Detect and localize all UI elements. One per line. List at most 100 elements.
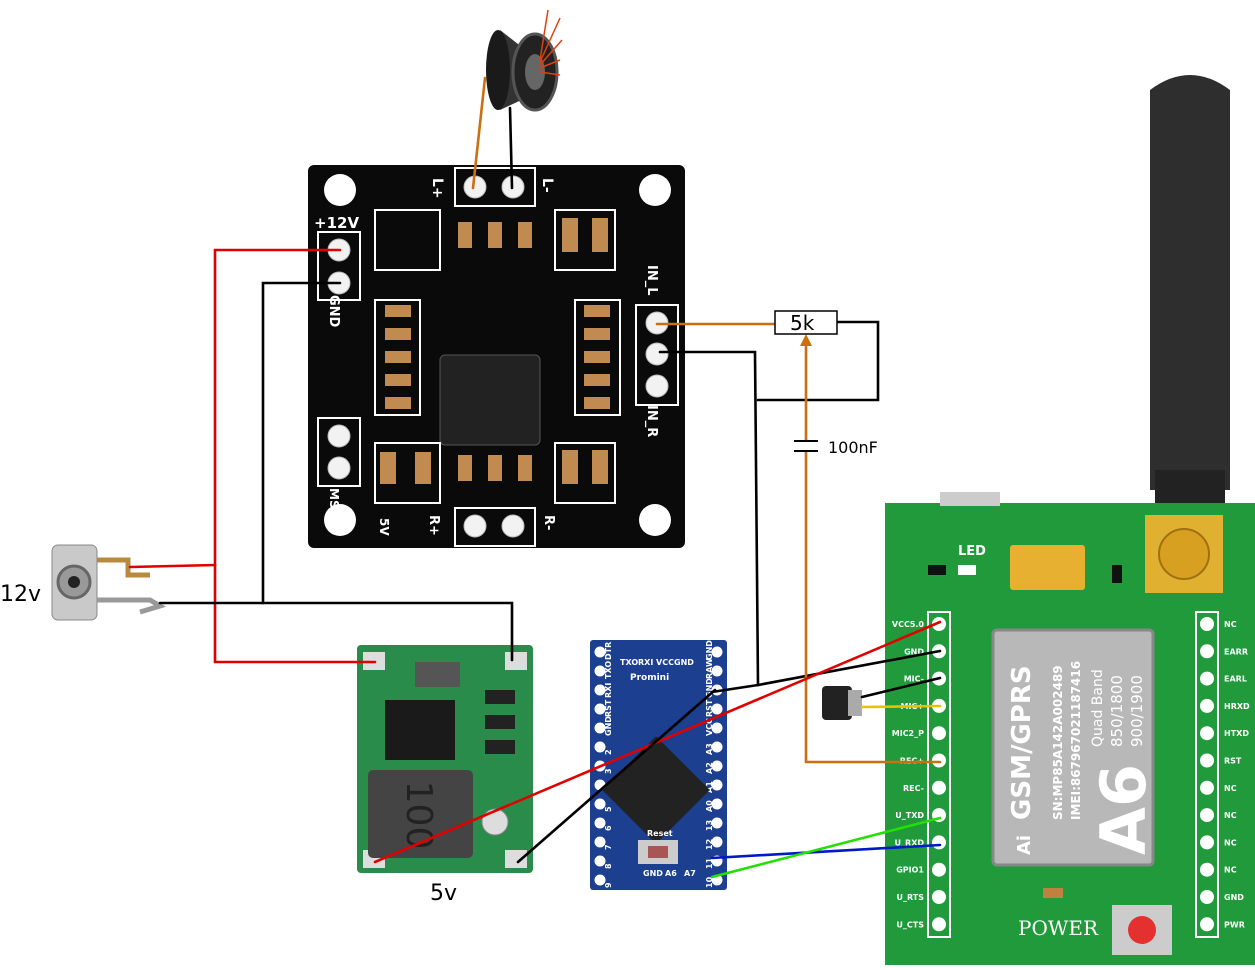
promini-pin xyxy=(711,779,723,791)
wire-speaker-minus xyxy=(508,106,514,190)
a6-pin xyxy=(1200,890,1214,904)
a6-pin-label: GND xyxy=(1224,893,1244,902)
a6-pin xyxy=(1200,726,1214,741)
chip-markings: Ai GSM/GPRS SN:MP85A142A002489 IMEI:8679… xyxy=(1007,661,1160,855)
promini-pin xyxy=(594,798,606,810)
promini-pin-label: GND xyxy=(604,716,613,736)
promini-pin-label: 5 xyxy=(604,806,613,812)
a6-pin xyxy=(932,890,946,904)
a6-pin-label: RST xyxy=(1224,757,1242,766)
label-5v: 5V xyxy=(377,518,391,536)
wire-rx xyxy=(710,843,942,860)
a6-pin-label: HTXD xyxy=(1224,729,1249,738)
wire-5v xyxy=(373,620,942,864)
a6-pin-label: NC xyxy=(1224,784,1237,793)
buck-ic xyxy=(385,700,455,760)
promini-pin xyxy=(711,741,723,753)
a6-pin xyxy=(1200,753,1214,768)
a6-pin-label: U_RTS xyxy=(896,893,924,902)
wiper-arrow-icon xyxy=(800,334,812,346)
amp-chip xyxy=(439,354,541,446)
a6-pin xyxy=(1200,698,1214,713)
pad-in-r xyxy=(645,374,669,398)
a6-pin-label: EARR xyxy=(1224,647,1248,656)
label-l-plus: L+ xyxy=(429,178,445,199)
promini-bottom-label: A6 xyxy=(665,869,677,878)
chip-freq1: 850/1800 xyxy=(1108,675,1126,747)
a6-gsm-module: LED VCC5.0GNDMIC-MIC+MIC2_PREC+REC-U_TXD… xyxy=(885,75,1255,965)
chip-band: Quad Band xyxy=(1090,669,1106,747)
chip-imei: IMEI:867967021187416 xyxy=(1069,661,1083,820)
wire-gnd-buck xyxy=(158,601,514,662)
promini-pin-label: 8 xyxy=(604,863,613,869)
a6-pin-label: NC xyxy=(1224,838,1237,847)
a6-pin-label: MIC2_P xyxy=(892,729,924,738)
a6-pin xyxy=(1200,835,1214,850)
buck-converter: 100 xyxy=(357,645,533,873)
a6-pin-label: PWR xyxy=(1224,920,1245,929)
promini-pin xyxy=(594,855,606,867)
a6-pin-label: GND xyxy=(904,647,924,656)
promini-pin-label: RST xyxy=(705,699,714,717)
promini-pin xyxy=(594,836,606,848)
power-button-cap[interactable] xyxy=(1128,916,1156,944)
promini-pin-label: VCC xyxy=(705,718,714,736)
promini-pin-label: GND xyxy=(705,678,714,698)
chip-logo: Ai xyxy=(1014,835,1035,855)
chip-model: A6 xyxy=(1087,764,1160,855)
wire-promini-gnd xyxy=(710,683,760,694)
a6-pin-label: MIC- xyxy=(904,675,924,684)
promini-pin-label: RST xyxy=(604,699,613,717)
wire-5v-gnd xyxy=(516,688,717,864)
sound-waves-icon xyxy=(539,9,563,76)
a6-pin xyxy=(932,753,946,768)
a6-pin-label: REC- xyxy=(903,784,924,793)
a6-pin xyxy=(1200,671,1214,686)
promini-pin-label: A3 xyxy=(705,743,714,755)
a6-pin xyxy=(1200,917,1214,932)
chip-gsm: GSM/GPRS xyxy=(1007,665,1037,820)
promini-pin xyxy=(594,665,606,677)
promini-pin-label: RAW xyxy=(705,658,714,679)
promini-pin xyxy=(711,722,723,734)
pad-in-gnd xyxy=(645,342,669,366)
promini-pin-label: 7 xyxy=(604,844,613,850)
promini-label: Promini xyxy=(630,673,669,683)
promini-bottom-label: A7 xyxy=(684,869,696,878)
promini-pin xyxy=(594,741,606,753)
promini-pin xyxy=(711,760,723,772)
a6-pin-label: U_RXD xyxy=(895,838,925,847)
label-l-minus: L- xyxy=(539,178,555,193)
atmega-chip xyxy=(602,736,710,844)
a6-pin-label: EARL xyxy=(1224,675,1247,684)
a6-pin xyxy=(1200,862,1214,877)
a6-pin xyxy=(1200,808,1214,823)
promini-pin-label: TXO xyxy=(604,661,613,679)
promini-bottom-label: GND xyxy=(643,869,663,878)
promini-pin-label: RXI xyxy=(604,683,613,698)
pad-r-minus xyxy=(501,514,525,538)
promini-pin xyxy=(594,874,606,886)
promini-pin-label: A0 xyxy=(705,800,714,812)
inductor-label: 100 xyxy=(398,781,439,850)
a6-pin xyxy=(932,917,946,932)
promini-pin xyxy=(711,646,723,658)
resistor-label: 5k xyxy=(790,311,815,335)
promini-pin-label: DTR xyxy=(604,642,613,660)
promini-pin xyxy=(711,798,723,810)
antenna xyxy=(1150,75,1230,490)
inductor xyxy=(368,770,473,858)
led-label: LED xyxy=(958,544,986,559)
a6-pin xyxy=(932,862,946,877)
label-in-l: IN_L xyxy=(644,265,659,296)
wire-pot-gnd xyxy=(756,320,880,402)
amplifier-board: +12V GND L+ L- IN_L IN_R R+ R- 5V MS xyxy=(308,165,685,548)
promini-pin-label: 6 xyxy=(604,825,613,831)
a6-pin xyxy=(1200,644,1214,659)
wire-rec-plus xyxy=(804,438,942,764)
capacitor-label: 100nF xyxy=(828,438,878,457)
arduino-pro-mini: DTRTXORXIRSTGND23456789GNDRAWGNDRSTVCCA3… xyxy=(590,640,727,890)
supply-5v-label: 5v xyxy=(430,881,457,906)
a6-pin-label: GPIO1 xyxy=(896,866,924,875)
